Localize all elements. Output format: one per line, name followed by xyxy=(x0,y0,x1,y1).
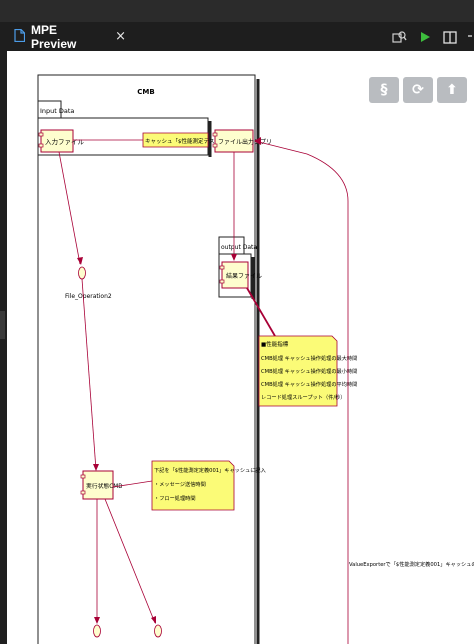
value-exporter-label: ValueExporterで「$性能測定定義001」キャッシュの全Valueを抽… xyxy=(349,560,474,568)
tab-mpe-preview[interactable]: MPE Preview × xyxy=(8,22,126,51)
file-operation-label: File_Operation2 xyxy=(65,293,112,300)
performance-note xyxy=(258,335,338,407)
refresh-icon: ⟳ xyxy=(412,82,424,98)
play-icon[interactable] xyxy=(418,28,432,46)
activity-node xyxy=(93,624,101,638)
return-connector xyxy=(254,140,349,644)
measurement-note-line: 下記を「$性能測定定義001」キャッシュに記入 xyxy=(154,466,266,474)
left-gutter xyxy=(0,51,7,644)
perf-note-line: CMB処理 キャッシュ操作処理の平均時間 xyxy=(261,380,357,388)
file-icon xyxy=(14,27,26,46)
perf-note-line: CMB処理 キャッシュ操作処理の最小時間 xyxy=(261,367,357,375)
section-button[interactable]: § xyxy=(369,77,399,103)
output-package-label: output Data xyxy=(221,244,257,251)
arrow-up-icon: ⬆ xyxy=(446,82,458,98)
result-file-label: 結果ファイル xyxy=(226,272,262,280)
cmb-frame xyxy=(37,74,256,644)
refresh-button[interactable]: ⟳ xyxy=(403,77,433,103)
result-file-node xyxy=(221,261,249,289)
split-editor-icon[interactable] xyxy=(442,28,458,46)
input-file-node xyxy=(40,129,74,153)
measurement-note-line: ・フロー処理時間 xyxy=(154,494,196,502)
running-cmb-label: 実行状態CMB xyxy=(86,482,122,490)
sync-icon[interactable] xyxy=(391,28,407,46)
file-operation-node xyxy=(78,266,86,280)
uml-diagram: CMB Input Data 入力ファイル キャッシュ「$性能測定テスト001」… xyxy=(37,74,474,644)
perf-note-line: CMB処理 キャッシュ操作処理の最大時間 xyxy=(261,354,357,362)
measurement-note xyxy=(151,460,235,511)
preview-pane[interactable]: § ⟳ ⬆ CMB Input Data 入力ファイル キャッシュ「$性能測定テ… xyxy=(7,51,474,644)
measurement-note-line: ・メッセージ送信時間 xyxy=(154,480,206,488)
section-icon: § xyxy=(380,82,388,98)
tab-title: MPE Preview xyxy=(31,22,77,51)
perf-note-line: レコード処理スループット（件/秒） xyxy=(261,393,345,401)
back-to-top-button[interactable]: ⬆ xyxy=(437,77,467,103)
running-cmb-node xyxy=(82,470,114,500)
perf-note-title: ■性能指標 xyxy=(261,340,289,348)
cache-note xyxy=(142,132,209,148)
activity-node xyxy=(154,624,162,638)
window-top-bar xyxy=(0,0,474,22)
chevron-icon[interactable] xyxy=(466,28,474,46)
close-icon[interactable]: × xyxy=(115,29,126,44)
input-file-label: 入力ファイル xyxy=(45,137,85,146)
cmb-frame-title: CMB xyxy=(137,88,154,96)
cache-note-text: キャッシュ「$性能測定テスト001」 xyxy=(145,137,236,145)
input-package-label: Input Data xyxy=(40,107,74,115)
file-output-app-label: ファイル出力アプリ xyxy=(218,138,272,146)
